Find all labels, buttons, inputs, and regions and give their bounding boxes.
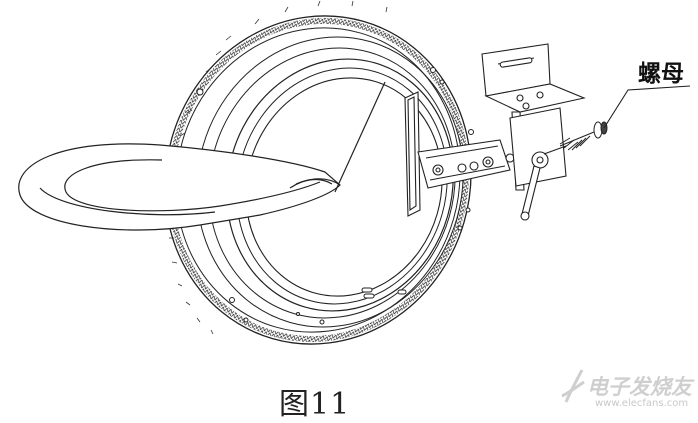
- pipe-ring: [18, 143, 341, 231]
- spring-nut: [559, 121, 608, 151]
- cut-line: [334, 81, 386, 193]
- watermark-url: www.elecfans.com: [595, 398, 689, 409]
- figure-caption: 图11: [279, 387, 351, 422]
- watermark-text: 电子发烧友: [587, 375, 692, 399]
- callout-label-nut: 螺母: [638, 61, 684, 87]
- main-ring: [164, 15, 472, 345]
- watermark-logo: [561, 369, 585, 403]
- ring-holes: [196, 67, 474, 325]
- tool-plate: [404, 91, 421, 217]
- feed-block: [509, 107, 567, 221]
- slide-bracket: [417, 139, 515, 189]
- callout-leader: [603, 85, 691, 129]
